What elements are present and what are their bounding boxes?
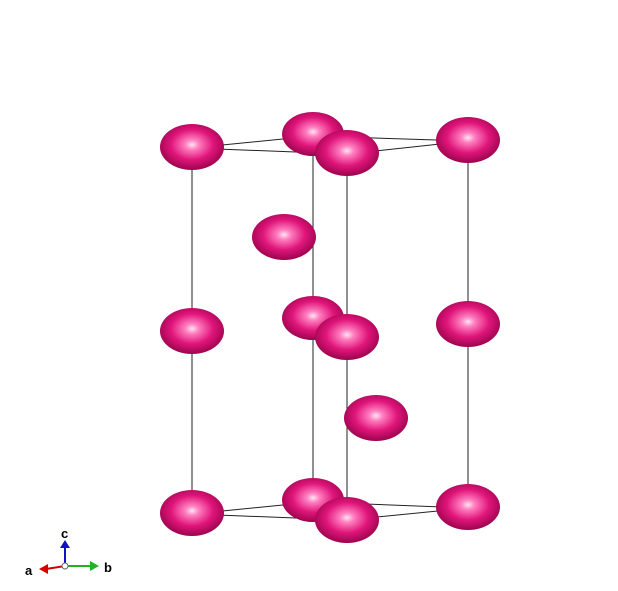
atoms (160, 112, 500, 543)
atom[interactable] (315, 314, 379, 360)
atom[interactable] (252, 214, 316, 260)
b-axis-label: b (104, 560, 112, 575)
atom[interactable] (315, 130, 379, 176)
axes-indicator: c b a (25, 526, 112, 578)
c-axis-label: c (61, 526, 68, 541)
atom[interactable] (160, 308, 224, 354)
atom[interactable] (436, 301, 500, 347)
atom[interactable] (160, 490, 224, 536)
atom[interactable] (436, 117, 500, 163)
axes-origin (61, 562, 69, 570)
atom[interactable] (315, 497, 379, 543)
atom[interactable] (344, 395, 408, 441)
atom[interactable] (436, 484, 500, 530)
c-axis-arrowhead (60, 540, 70, 548)
a-axis-arrowhead (39, 564, 48, 574)
a-axis-label: a (25, 563, 33, 578)
b-axis-arrowhead (90, 561, 99, 571)
atom[interactable] (160, 124, 224, 170)
